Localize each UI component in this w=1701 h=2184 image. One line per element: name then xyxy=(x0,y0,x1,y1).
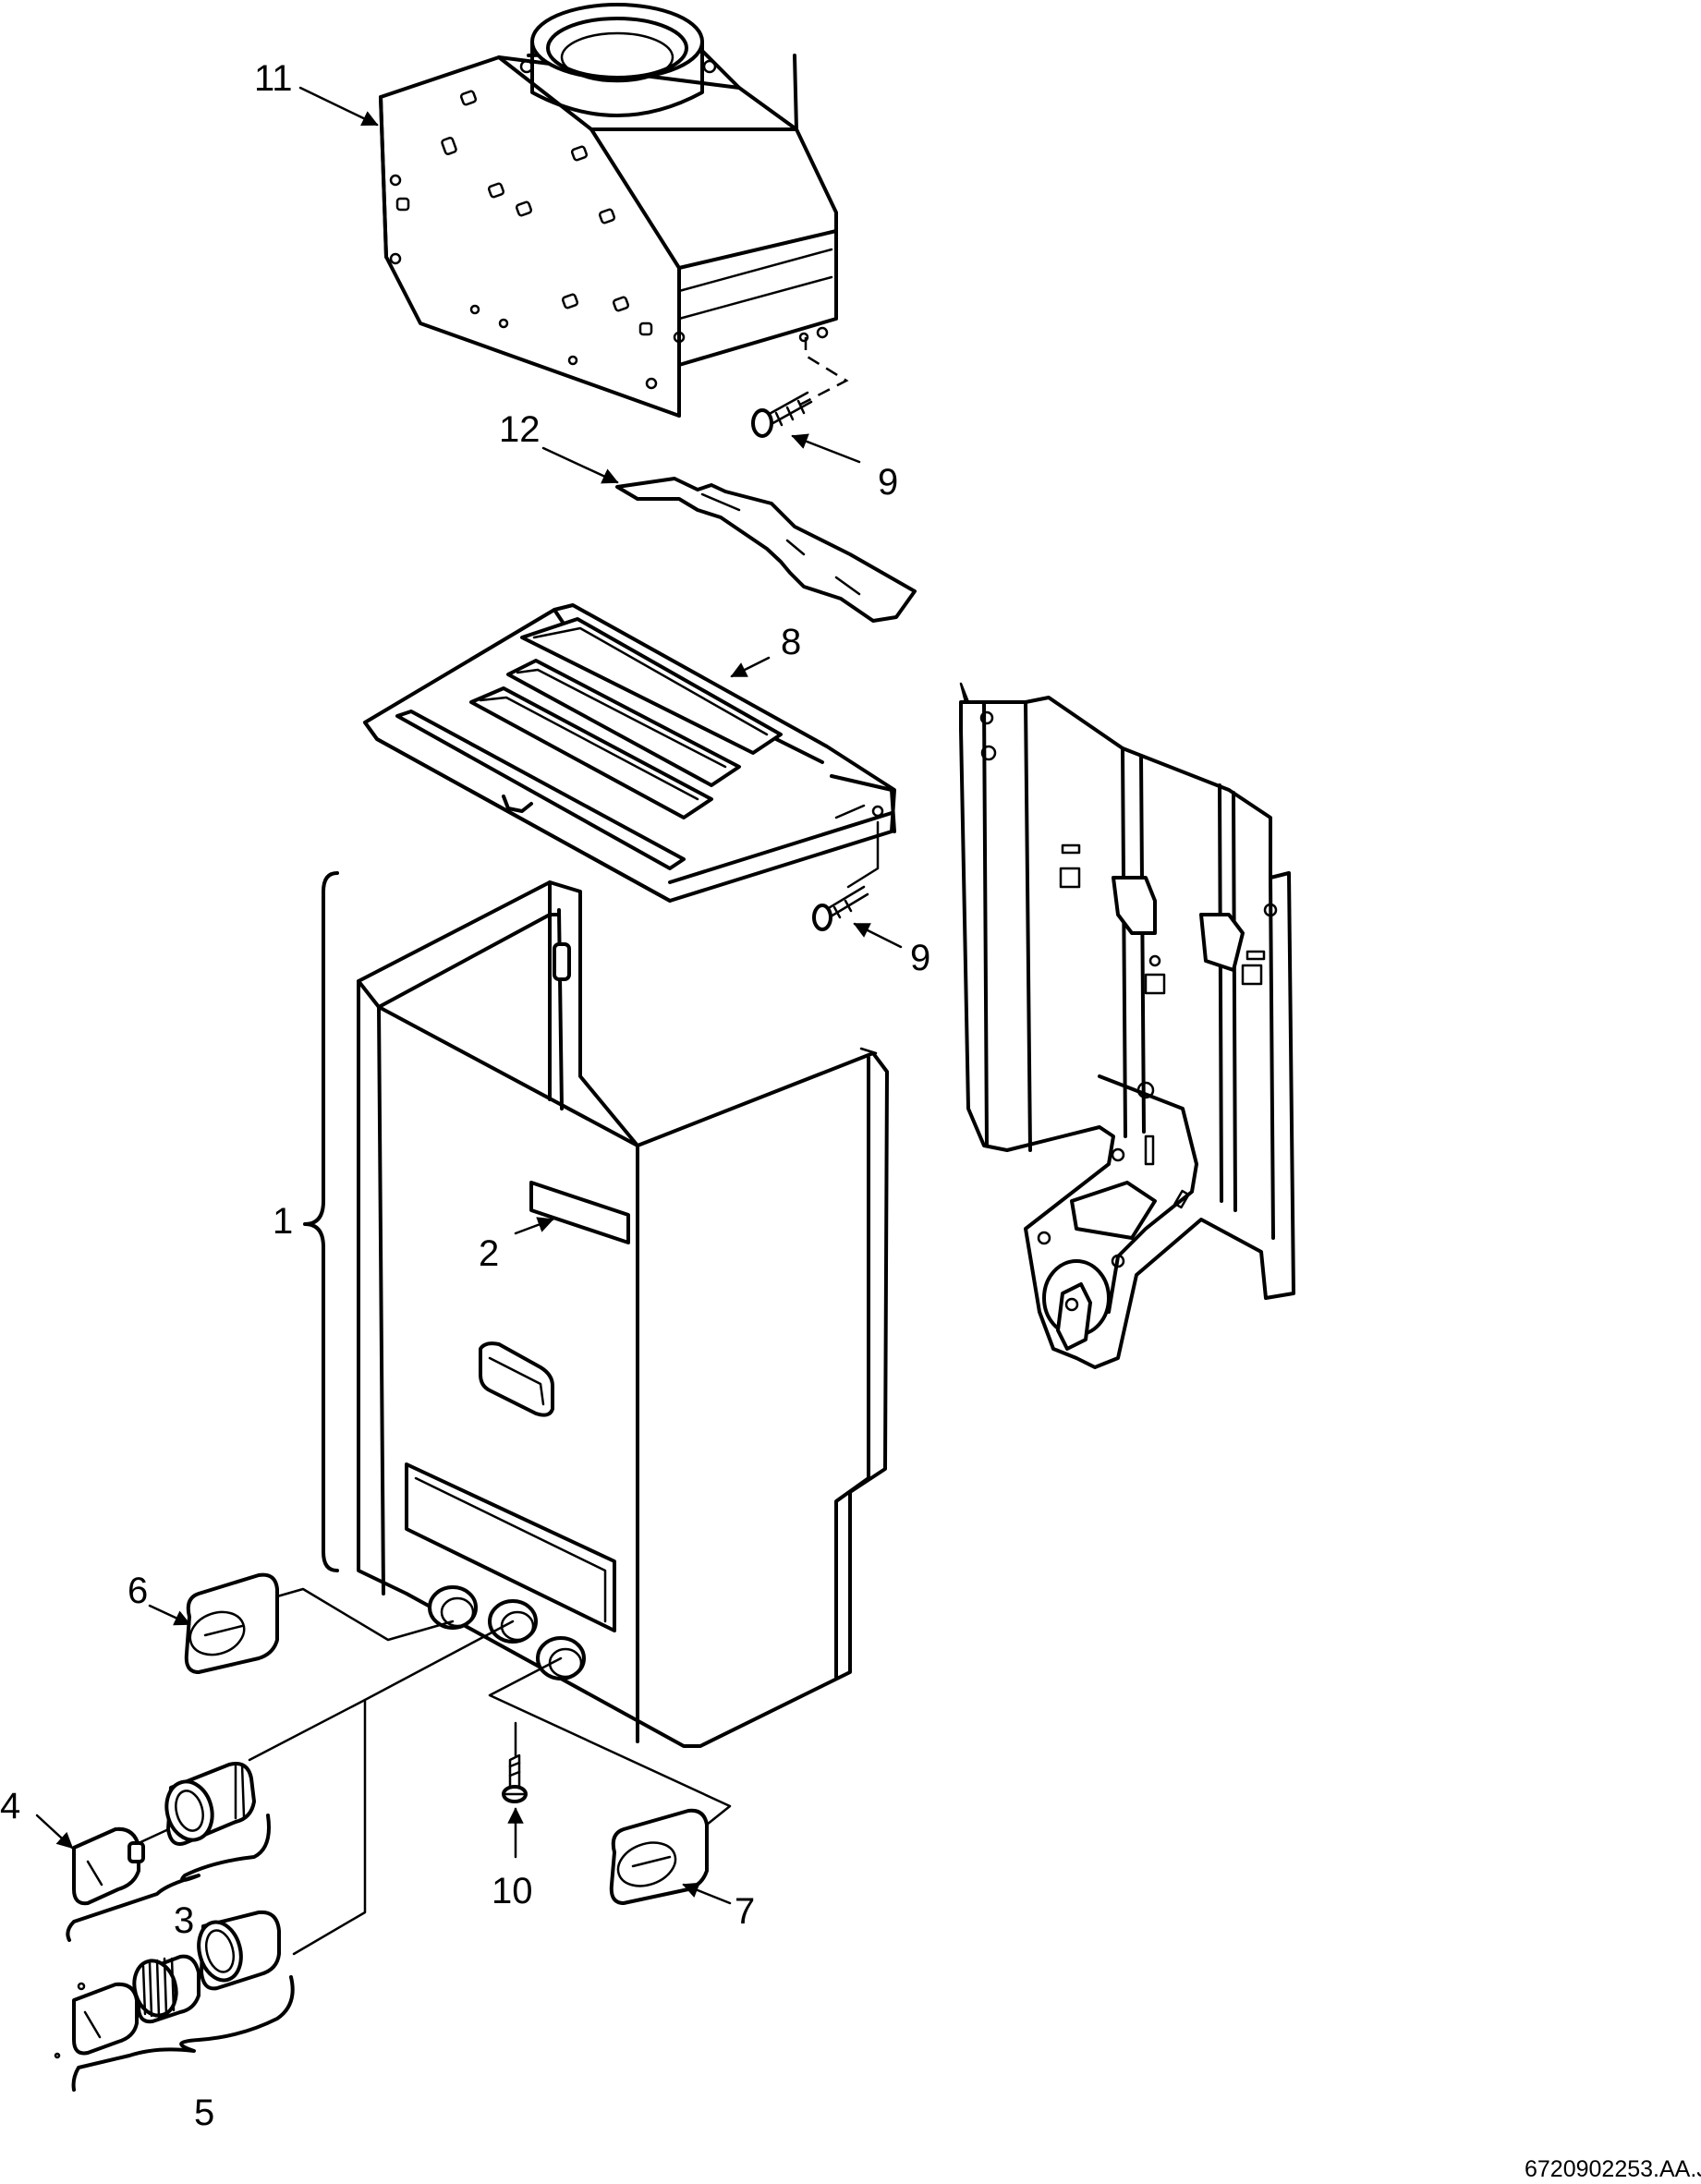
callout-3: 3 xyxy=(174,1900,194,1941)
leader-knob-3 xyxy=(248,1698,367,1762)
brace-part-1 xyxy=(303,871,339,1572)
cap-part-7 xyxy=(488,1656,732,1905)
callout-6: 6 xyxy=(128,1571,148,1611)
cap-part-6 xyxy=(184,1572,455,1674)
callout-10: 10 xyxy=(492,1871,533,1911)
knob-assembly-part-5 xyxy=(54,1910,281,2059)
callout-9-lower: 9 xyxy=(910,938,930,978)
callout-11: 11 xyxy=(254,58,293,99)
screw-part-10 xyxy=(502,1721,528,1803)
leader-arrows xyxy=(35,86,903,1905)
knob-part-4 xyxy=(72,1826,145,1906)
screw-part-9-upper xyxy=(751,337,849,438)
knob-assembly-part-3 xyxy=(137,1762,256,1846)
leader-knob-hole xyxy=(292,1620,515,1956)
callout-4: 4 xyxy=(0,1786,20,1826)
casing-part-1 xyxy=(357,880,889,1748)
brace-part-5 xyxy=(71,1975,295,2092)
callout-8: 8 xyxy=(781,622,801,662)
callout-5: 5 xyxy=(194,2093,214,2133)
callout-2: 2 xyxy=(479,1233,499,1274)
callout-12: 12 xyxy=(499,409,541,450)
callout-9-upper: 9 xyxy=(878,462,898,503)
back-bracket xyxy=(959,682,1295,1369)
flue-hood-part-11 xyxy=(379,3,838,418)
gasket-strip-part-12 xyxy=(615,477,917,623)
cover-plate-part-8 xyxy=(363,603,896,903)
callout-7: 7 xyxy=(735,1891,755,1932)
brace-part-3 xyxy=(66,1814,271,1942)
callout-1: 1 xyxy=(273,1201,293,1242)
callout-labels: 11 12 9 8 9 1 2 6 4 3 10 7 5 6720902253.… xyxy=(0,58,1701,2182)
screw-part-9-lower xyxy=(812,820,880,931)
figure-reference: 6720902253.AA.JF xyxy=(1525,2156,1701,2182)
